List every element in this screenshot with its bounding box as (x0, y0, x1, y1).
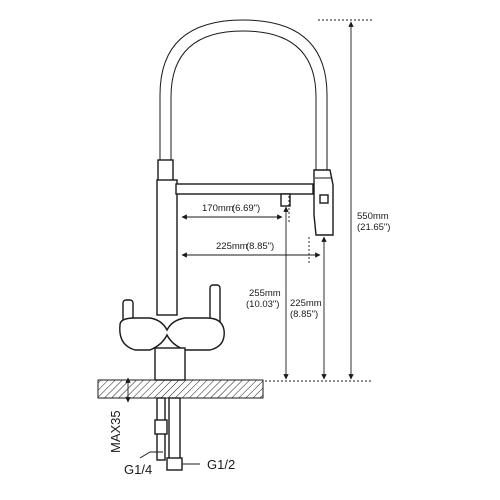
total-height-inch: (21.65") (357, 222, 390, 233)
g12-hose (168, 397, 181, 467)
countertop (97, 379, 264, 399)
mixer-body (119, 317, 225, 351)
reach-long-inch: (8.85") (246, 241, 274, 252)
dimension-labels: 170mm (6.69") 225mm (8.85") 255mm (10.03… (108, 203, 390, 477)
reach-short-inch: (6.69") (232, 203, 260, 214)
main-column (156, 179, 178, 316)
dimension-lines (125, 19, 372, 465)
spout-arm (175, 183, 314, 195)
spout-height-mm: 255mm (249, 288, 281, 299)
outlet-height-mm: 225mm (290, 298, 322, 309)
spout-height-inch: (10.03") (246, 299, 279, 310)
hose-collar-left (157, 159, 174, 183)
hose-arch (159, 19, 328, 170)
max-thickness-label: MAX35 (108, 410, 123, 453)
fittings (154, 397, 183, 471)
connection-right-label: G1/2 (207, 457, 235, 472)
connection-left-label: G1/4 (124, 462, 152, 477)
g14-nut (154, 419, 168, 435)
base-neck (154, 347, 186, 381)
g12-nut (166, 457, 183, 471)
faucet-body (119, 19, 334, 381)
reach-long-mm: 225mm (216, 241, 248, 252)
outlet-height-inch: (8.85") (290, 309, 318, 320)
reach-short-mm: 170mm (202, 203, 234, 214)
spout-outlet (280, 193, 291, 207)
spray-button (319, 194, 329, 204)
total-height-mm: 550mm (357, 211, 389, 222)
